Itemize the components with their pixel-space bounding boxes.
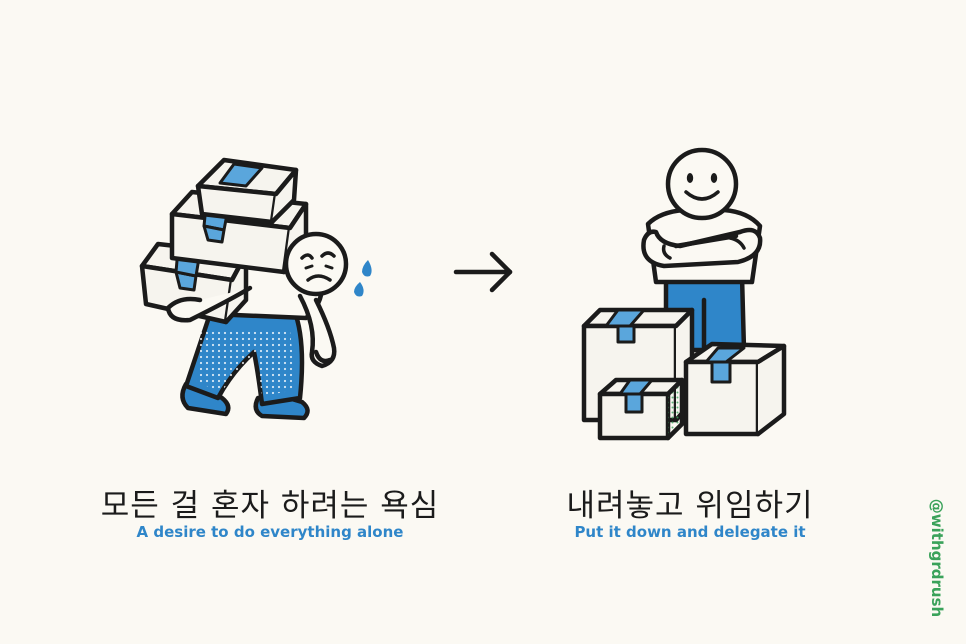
box-stack	[139, 157, 309, 325]
right-box	[683, 341, 787, 437]
sweat-drops-icon	[354, 260, 372, 297]
right-arrow-icon	[453, 251, 513, 293]
smiling-person-with-boxes-icon	[581, 147, 787, 441]
left-title: 모든 걸 혼자 하려는 욕심	[100, 488, 440, 524]
watermark-text: @withgrdrush	[928, 498, 946, 618]
sad-head	[283, 231, 349, 297]
right-subtitle: Put it down and delegate it	[574, 523, 806, 541]
watermark: @withgrdrush	[922, 488, 952, 628]
right-title: 내려놓고 위임하기	[566, 488, 814, 524]
small-box	[597, 377, 685, 441]
happy-head	[665, 147, 739, 221]
hanging-arm	[297, 293, 337, 369]
left-subtitle: A desire to do everything alone	[136, 523, 404, 541]
holding-arm	[165, 285, 253, 323]
left-shoe	[180, 381, 231, 417]
person-carrying-boxes-icon	[139, 157, 349, 421]
